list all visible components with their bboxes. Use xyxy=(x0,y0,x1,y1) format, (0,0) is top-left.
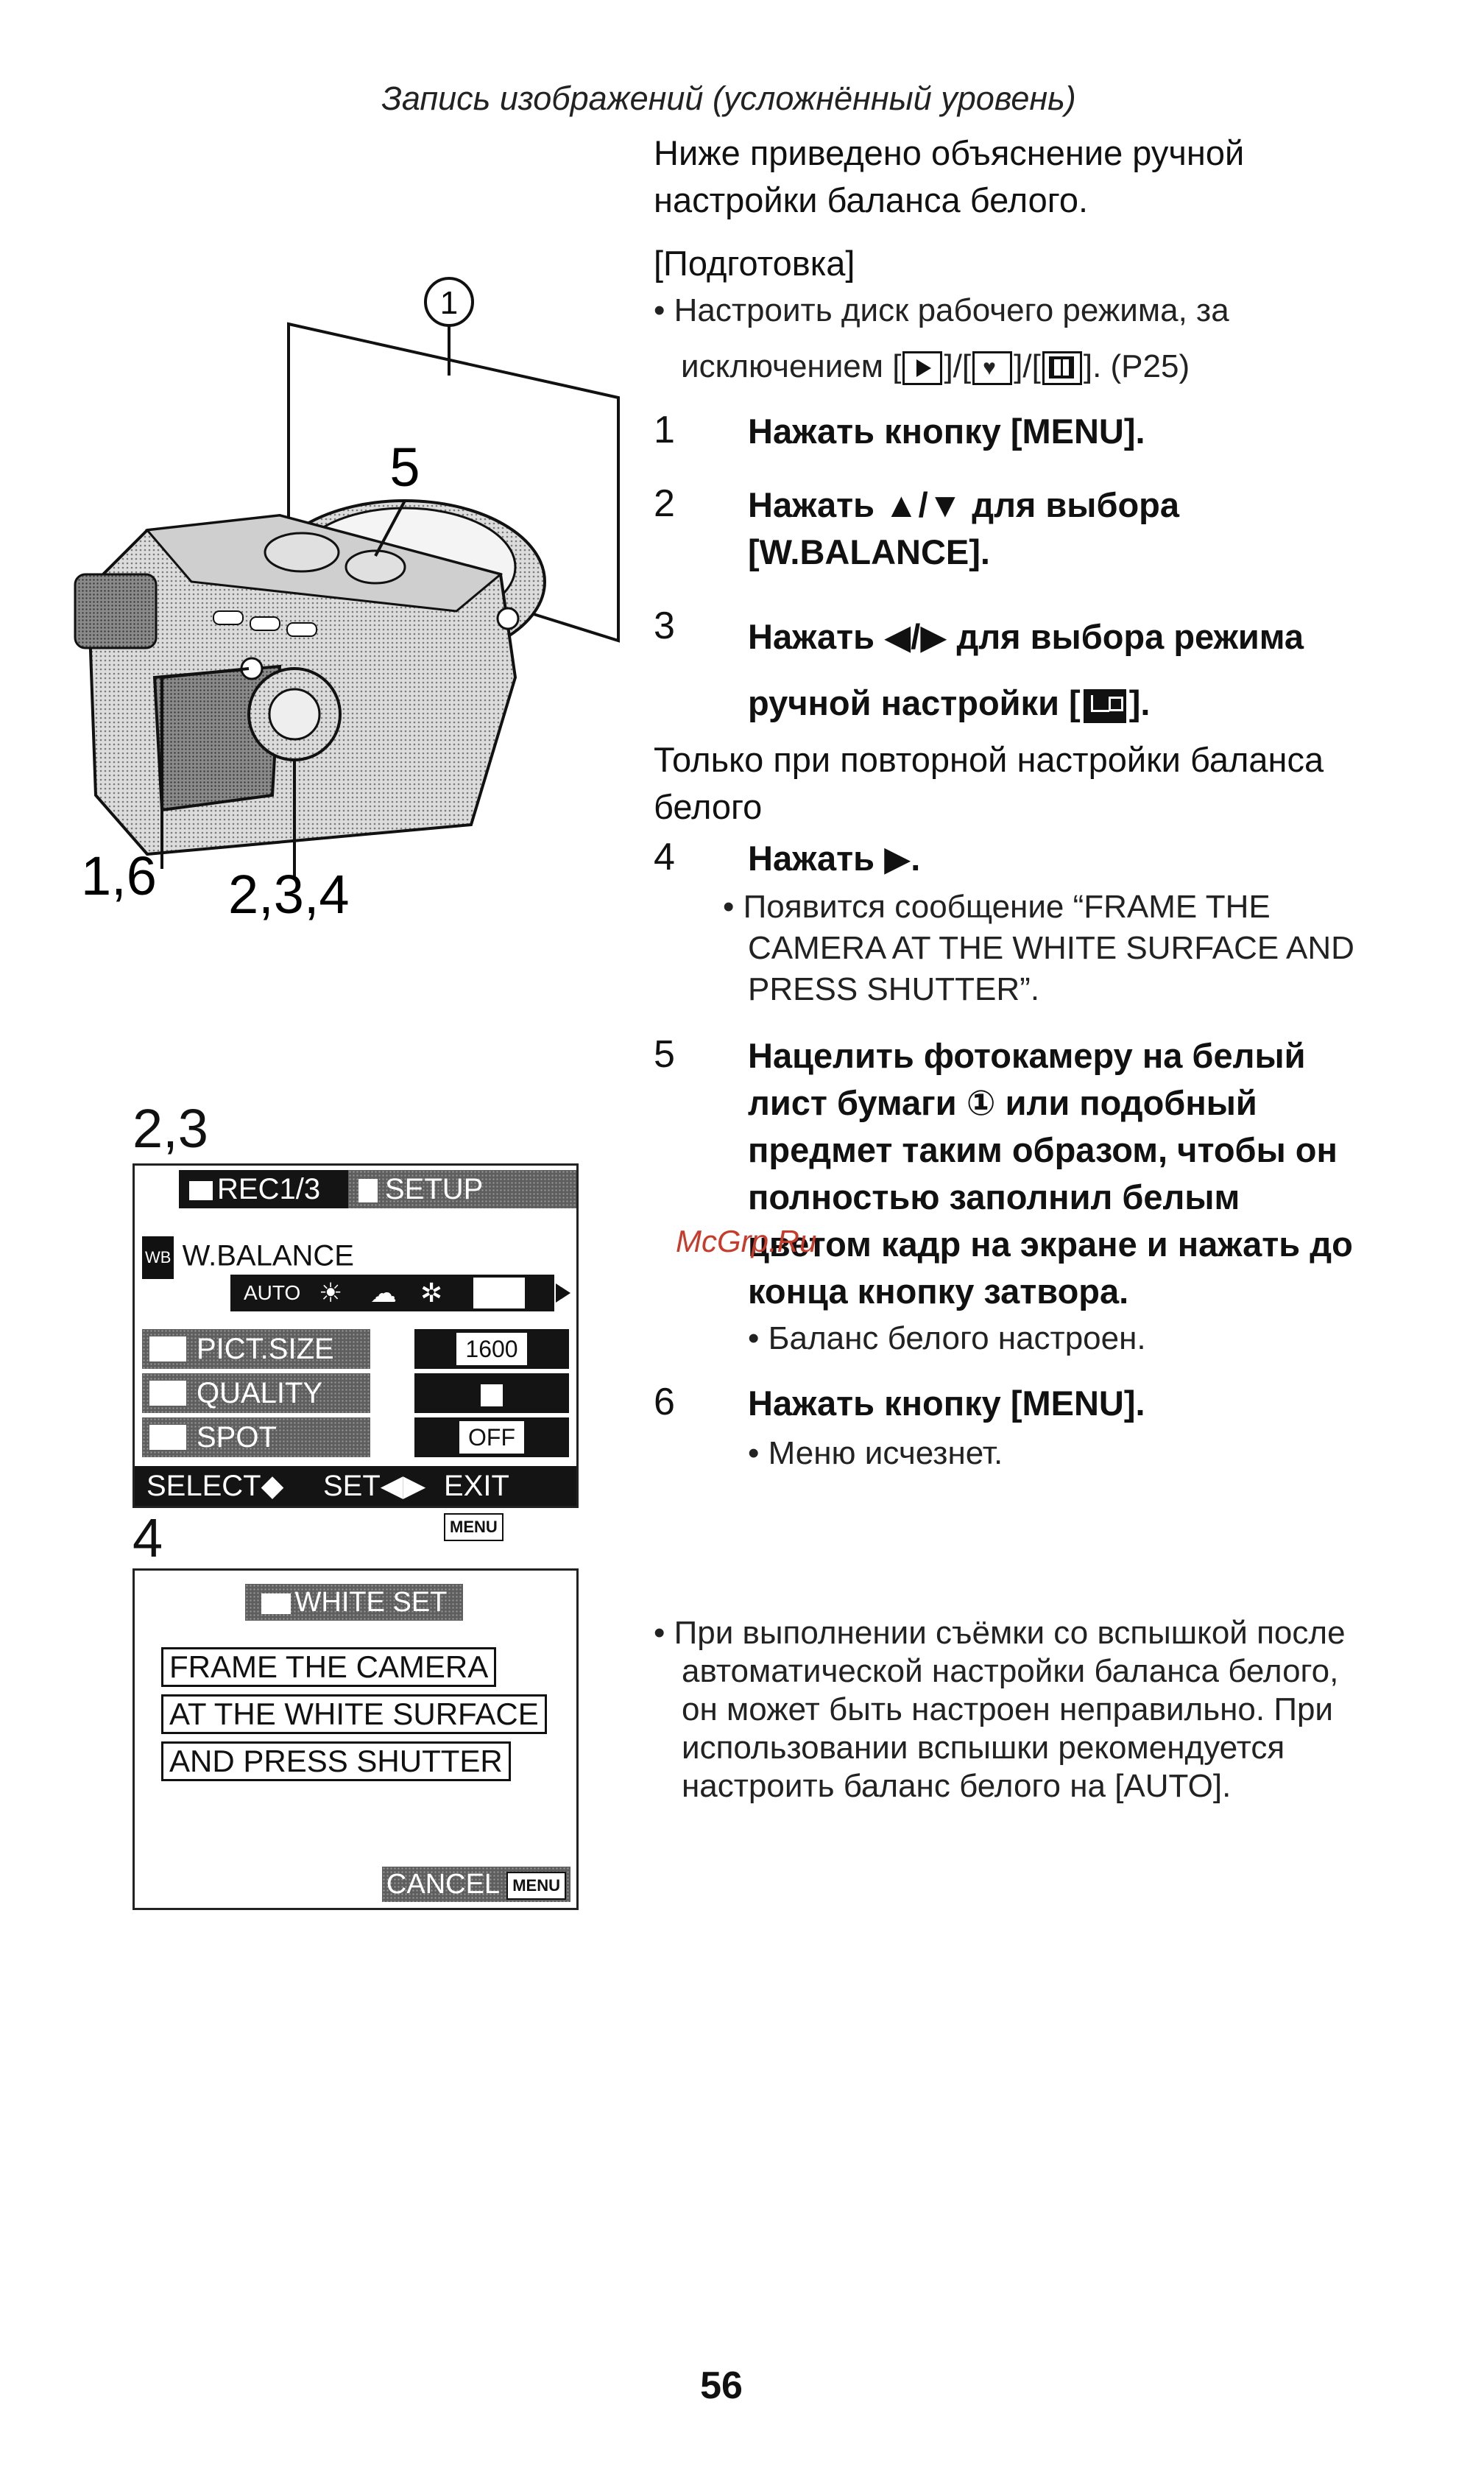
menu-bottom-bar: SELECT◆ SET◀▶ EXIT MENU xyxy=(135,1466,576,1542)
prep-line-1: Настроить диск рабочего режима, за xyxy=(674,292,1229,328)
white-set-title: WHITE SET xyxy=(245,1584,463,1621)
wb-row[interactable]: WB W.BALANCE xyxy=(142,1236,354,1279)
step-6-bullet: Меню исчезнет. xyxy=(748,1433,1003,1474)
msg-line-1: FRAME THE CAMERA xyxy=(161,1647,497,1687)
setup-icon xyxy=(358,1179,378,1203)
lcd1-label: 2,3 xyxy=(132,1098,208,1159)
heart-icon: ♥ xyxy=(972,351,1013,386)
svg-text:2,3,4: 2,3,4 xyxy=(228,864,350,925)
spot-icon xyxy=(149,1425,186,1450)
hint-select: SELECT◆ xyxy=(146,1470,284,1502)
cursor-button xyxy=(268,688,321,741)
manual-wb-icon xyxy=(261,1593,291,1614)
msg-line-2: AT THE WHITE SURFACE xyxy=(161,1694,547,1734)
page-number: 56 xyxy=(700,2364,743,2407)
val-spot-mode[interactable]: OFF xyxy=(414,1417,569,1457)
menu-screen: REC1/3 SETUP WB W.BALANCE AUTO ☀ ☁ ✲ PIC… xyxy=(132,1163,579,1542)
cancel-button[interactable]: CANCEL MENU xyxy=(381,1867,570,1902)
tab-setup[interactable]: SETUP xyxy=(348,1170,576,1208)
row-quality[interactable]: QUALITY xyxy=(142,1373,370,1413)
row-spot-mode[interactable]: SPOT MODE xyxy=(142,1417,370,1493)
prep-line-2: исключением []/[♥]/[]. (P25) xyxy=(681,348,1190,386)
manual-wb-icon xyxy=(1083,688,1126,723)
film-icon xyxy=(1042,351,1082,386)
val-quality[interactable] xyxy=(414,1373,569,1413)
intro-paragraph: Ниже приведено объяснение ручной настрой… xyxy=(654,130,1449,224)
lcd2-label: 4 xyxy=(132,1507,163,1568)
step-5-bullet: Баланс белого настроен. xyxy=(748,1318,1146,1359)
svg-text:1: 1 xyxy=(440,285,458,321)
white-set-screen: WHITE SET FRAME THE CAMERA AT THE WHITE … xyxy=(132,1568,579,1910)
msg-line-3: AND PRESS SHUTTER xyxy=(161,1741,511,1781)
wb-options: AUTO ☀ ☁ ✲ xyxy=(230,1275,554,1311)
shutter-button xyxy=(344,549,406,585)
quality-icon xyxy=(149,1381,186,1406)
row-pict-size[interactable]: PICT.SIZE xyxy=(142,1329,370,1369)
flash-note: • При выполнении съёмки со вспышкой посл… xyxy=(654,1615,1346,1804)
svg-text:1,6: 1,6 xyxy=(81,845,157,906)
svg-text:5: 5 xyxy=(389,437,420,498)
step-4-bullet: Появится сообщение “FRAME THE xyxy=(723,887,1430,928)
wb-auto[interactable]: AUTO xyxy=(244,1281,301,1304)
bulb-icon[interactable]: ✲ xyxy=(420,1278,443,1308)
cloud-icon[interactable]: ☁ xyxy=(370,1278,397,1308)
right-arrow-icon xyxy=(556,1283,570,1303)
camera-icon xyxy=(189,1181,213,1201)
prep-bullet: • Настроить диск рабочего режима, за xyxy=(654,292,1229,328)
watermark: McGrp.Ru xyxy=(676,1224,817,1258)
hint-exit: EXIT MENU xyxy=(444,1466,576,1546)
sun-icon[interactable]: ☀ xyxy=(319,1278,343,1308)
intro-line-1: Ниже приведено объяснение ручной xyxy=(654,133,1245,172)
pict-size-icon xyxy=(149,1336,186,1361)
step-4-bullet-cont: CAMERA AT THE WHITE SURFACE AND PRESS SH… xyxy=(748,930,1354,1007)
camera-illustration: 1 5 1,6 2,3,4 xyxy=(74,277,620,925)
page-header: Запись изображений (усложнённый уровень) xyxy=(381,80,1076,117)
hint-set: SET◀▶ xyxy=(323,1470,426,1502)
wb-title: W.BALANCE xyxy=(182,1239,354,1272)
playback-icon xyxy=(902,351,943,386)
repeat-note: Только при повторной настройки баланса б… xyxy=(654,740,1324,826)
wb-badge: WB xyxy=(142,1236,174,1279)
intro-line-2: настройки баланса белого. xyxy=(654,180,1089,219)
menu-tabbar: REC1/3 SETUP xyxy=(135,1166,576,1211)
val-pict-size[interactable]: 1600 xyxy=(414,1329,569,1369)
manual-wb-icon[interactable] xyxy=(473,1278,525,1308)
quality-value-icon xyxy=(481,1384,503,1406)
tab-rec[interactable]: REC1/3 xyxy=(179,1170,370,1208)
prep-title: [Подготовка] xyxy=(654,244,855,283)
